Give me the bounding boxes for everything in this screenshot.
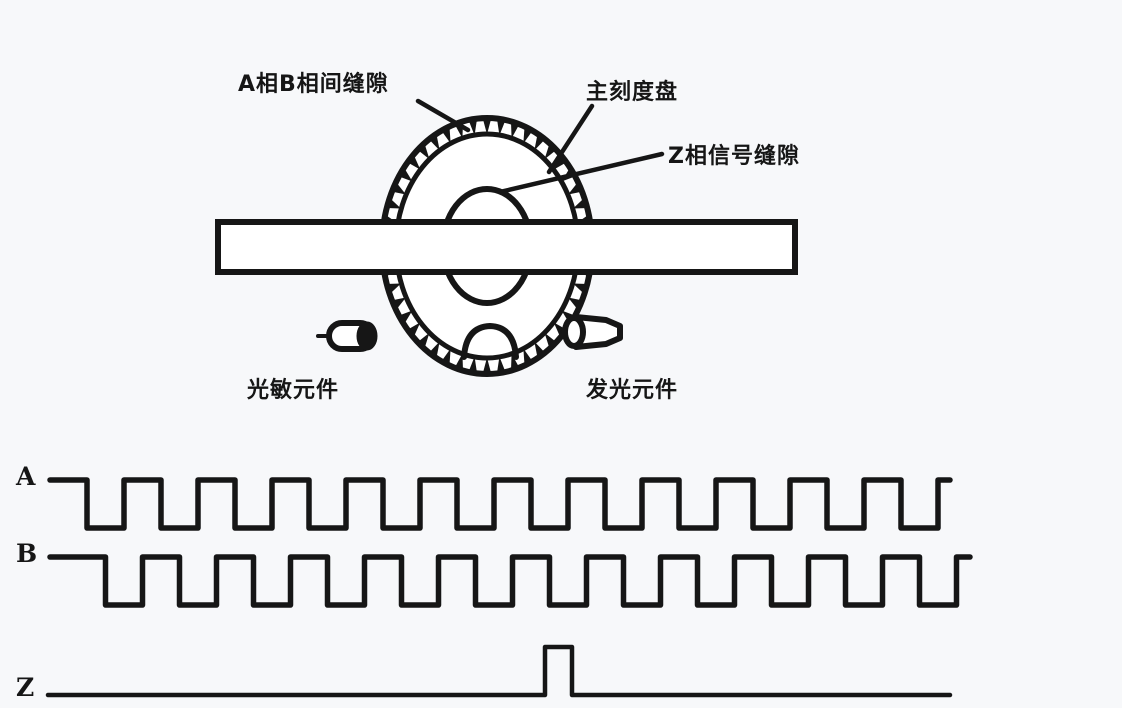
disc-slot-tooth <box>511 353 519 369</box>
disc-slot-tooth <box>469 356 477 372</box>
disc-slot-tooth <box>394 184 406 195</box>
waveform-label-z: Z <box>16 673 35 702</box>
disc-slot-tooth <box>523 129 532 144</box>
disc-slot-tooth <box>419 145 430 160</box>
disc-slot-tooth <box>534 136 544 151</box>
disc-slot-tooth <box>442 348 451 363</box>
disc-slot-tooth <box>469 120 477 136</box>
optical-elements-group <box>316 314 623 352</box>
disc-slot-tooth <box>430 341 440 356</box>
disc-slot-tooth <box>430 136 440 151</box>
disc-slot-tooth <box>497 120 505 136</box>
z-index-mark <box>461 322 519 360</box>
disc-slot-tooth <box>497 356 505 372</box>
disc-slot-tooth <box>483 120 491 135</box>
label-main-scale-disc: 主刻度盘 <box>586 80 679 105</box>
disc-slot-tooth <box>568 297 580 308</box>
disc-slot-tooth <box>568 184 580 195</box>
disc-slot-tooth <box>455 353 463 369</box>
disc-slot-tooth <box>389 283 401 293</box>
leader-line-ab-phase-gap <box>415 98 471 133</box>
disc-slot-tooth <box>442 129 451 144</box>
leader-line-main-scale-disc <box>546 103 595 175</box>
waveform-a <box>47 477 953 531</box>
disc-slot-tooth <box>511 123 519 139</box>
disc-slot-tooth <box>544 145 555 160</box>
waveform-label-a: A <box>16 462 36 491</box>
disc-slot-tooth <box>409 322 421 336</box>
disc-slot-tooth <box>483 357 491 372</box>
label-z-phase-signal-gap: Z相信号缝隙 <box>668 144 800 169</box>
photosensor-window-icon <box>356 321 378 351</box>
lamp-base-icon <box>562 315 586 349</box>
disc-slot-tooth <box>573 283 585 293</box>
disc-slot-tooth <box>401 169 413 182</box>
label-ab-phase-gap: A相B相间缝隙 <box>238 72 389 97</box>
label-light-emitting-element: 发光元件 <box>586 378 679 403</box>
disc-slot-tooth <box>523 348 532 363</box>
disc-slot-tooth <box>553 322 565 336</box>
disc-slot-tooth <box>573 199 585 209</box>
disc-slot-tooth <box>389 199 401 209</box>
waveform-z <box>45 644 953 698</box>
disc-slot-tooth <box>401 310 413 323</box>
annotation-leader-lines <box>415 98 665 195</box>
disc-slot-tooth <box>409 156 421 170</box>
label-photosensitive-element: 光敏元件 <box>247 378 340 403</box>
disc-slot-tooth <box>534 341 544 356</box>
leader-line-z-phase-gap <box>497 151 665 195</box>
waveform-b <box>47 554 973 608</box>
encoder-shaft <box>215 219 798 275</box>
disc-slot-tooth <box>419 332 430 347</box>
waveform-label-b: B <box>16 539 38 568</box>
encoder-shaft-group <box>215 219 798 275</box>
disc-slot-tooth <box>394 297 406 308</box>
disc-slot-tooth <box>544 332 555 347</box>
output-waveforms-group <box>45 477 973 698</box>
